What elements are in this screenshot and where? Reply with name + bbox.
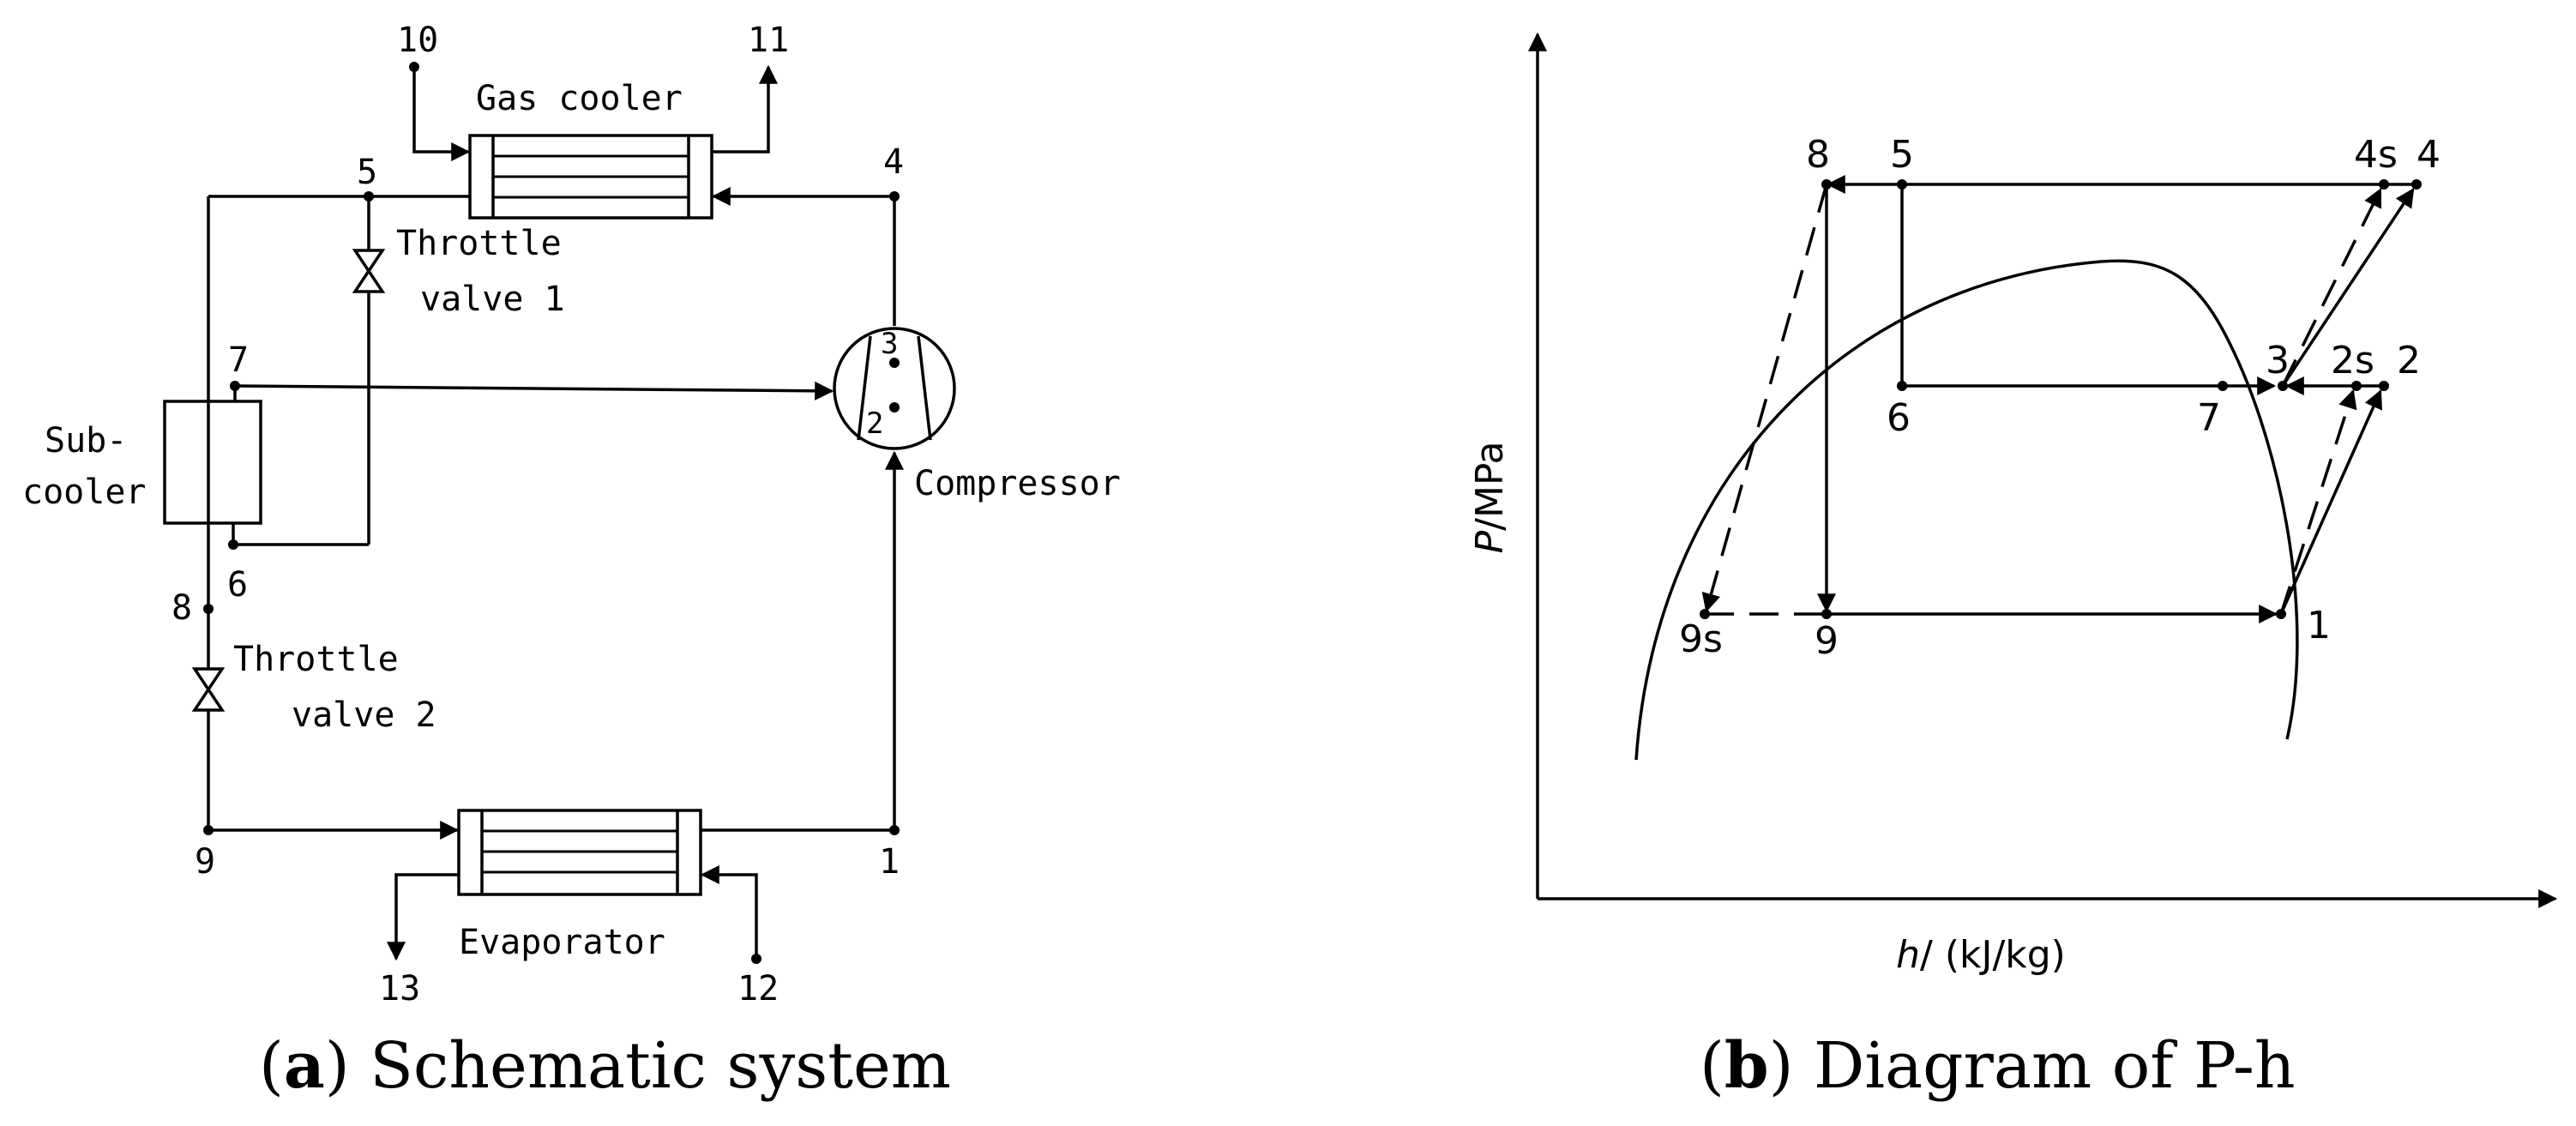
subcooler-label-line1: Sub- <box>45 421 127 461</box>
gas-cooler-label: Gas cooler <box>476 79 683 118</box>
point-8-label: 8 <box>172 588 192 628</box>
ph-point-1-label: 1 <box>2307 604 2331 647</box>
ph-node-4 <box>2411 179 2422 190</box>
throttle-valve-2 <box>191 667 226 712</box>
point-1-label: 1 <box>879 842 900 882</box>
ph-node-2 <box>2379 381 2389 391</box>
ph-node-2s <box>2351 381 2362 391</box>
point-9-label: 9 <box>195 842 215 882</box>
isentropic-3-4s-line <box>2281 188 2382 387</box>
point-11-label: 11 <box>748 21 789 60</box>
y-axis-label: P/MPa <box>1468 442 1512 554</box>
compressor <box>833 327 956 450</box>
point-12-label: 12 <box>737 969 779 1009</box>
ph-point-9-label: 9 <box>1815 619 1839 663</box>
throttle-valve-2-label-line1: Throttle <box>233 640 399 679</box>
point-4-label: 4 <box>883 142 904 182</box>
schematic-panel: Gas cooler 10 11 4 5 Throttle valve 1 Su… <box>22 21 1121 1103</box>
ph-node-7 <box>2218 381 2228 391</box>
point-13-label: 13 <box>379 969 420 1009</box>
schematic-caption: (a) Schematic system <box>259 1029 951 1103</box>
ph-point-9s-label: 9s <box>1679 617 1723 661</box>
point-6-label: 6 <box>227 565 248 605</box>
throttle-valve-1-label-line2: valve 1 <box>420 280 565 319</box>
ph-diagram-caption: (b) Diagram of P-h <box>1700 1029 2296 1103</box>
compressor-point-3-label: 3 <box>881 327 898 361</box>
injection-pipe <box>234 381 834 400</box>
compression-1-2-line <box>2279 388 2382 615</box>
throttle-valve-2-label-line2: valve 2 <box>292 695 436 735</box>
compression-3-4-line <box>2281 188 2415 387</box>
ph-point-3-label: 3 <box>2266 339 2290 382</box>
isentropic-8-9s-line <box>1701 184 1828 613</box>
ph-node-4s <box>2379 179 2389 190</box>
compressor-point-2-label: 2 <box>866 406 883 441</box>
node-12 <box>751 954 761 964</box>
x-axis-label: h/ (kJ/kg) <box>1896 933 2066 977</box>
point-7-label: 7 <box>228 340 249 380</box>
subcooler <box>163 400 262 525</box>
ph-node-9 <box>1821 609 1832 619</box>
ph-point-2-label: 2 <box>2397 339 2421 382</box>
gas-cooler <box>468 134 713 220</box>
secondary-fluid-outlet-pipe <box>387 873 459 961</box>
ph-point-4-label: 4 <box>2417 133 2441 177</box>
ph-point-6-label: 6 <box>1887 396 1911 440</box>
evaporator-label: Evaporator <box>459 923 665 962</box>
node-9 <box>203 825 214 835</box>
water-inlet-pipe <box>412 67 471 161</box>
compressor-label: Compressor <box>914 464 1121 503</box>
throttle-valve-1-label-line1: Throttle <box>396 224 562 263</box>
subcooler-label-line2: cooler <box>22 473 147 512</box>
ph-point-7-label: 7 <box>2197 396 2221 440</box>
ph-node-9s <box>1700 609 1710 619</box>
ph-point-5-label: 5 <box>1890 133 1914 177</box>
ph-node-1 <box>2276 609 2286 619</box>
secondary-fluid-inlet-pipe <box>700 865 758 959</box>
ph-diagram-panel: P/MPa h/ (kJ/kg) 8 5 4s 4 6 7 3 2s 2 <box>1468 32 2558 1103</box>
discharge-pipe <box>711 187 896 326</box>
ph-point-8-label: 8 <box>1806 133 1830 177</box>
ph-point-4s-label: 4s <box>2354 133 2398 177</box>
evaporator <box>457 809 702 896</box>
point-5-label: 5 <box>357 153 377 192</box>
isentropic-1-2s-line <box>2279 388 2357 615</box>
water-outlet-pipe <box>712 64 778 154</box>
throttle-valve-1 <box>352 249 386 293</box>
point-10-label: 10 <box>397 21 438 60</box>
ph-point-2s-label: 2s <box>2331 339 2374 382</box>
node-8 <box>203 604 214 614</box>
saturation-dome <box>1634 259 2299 761</box>
